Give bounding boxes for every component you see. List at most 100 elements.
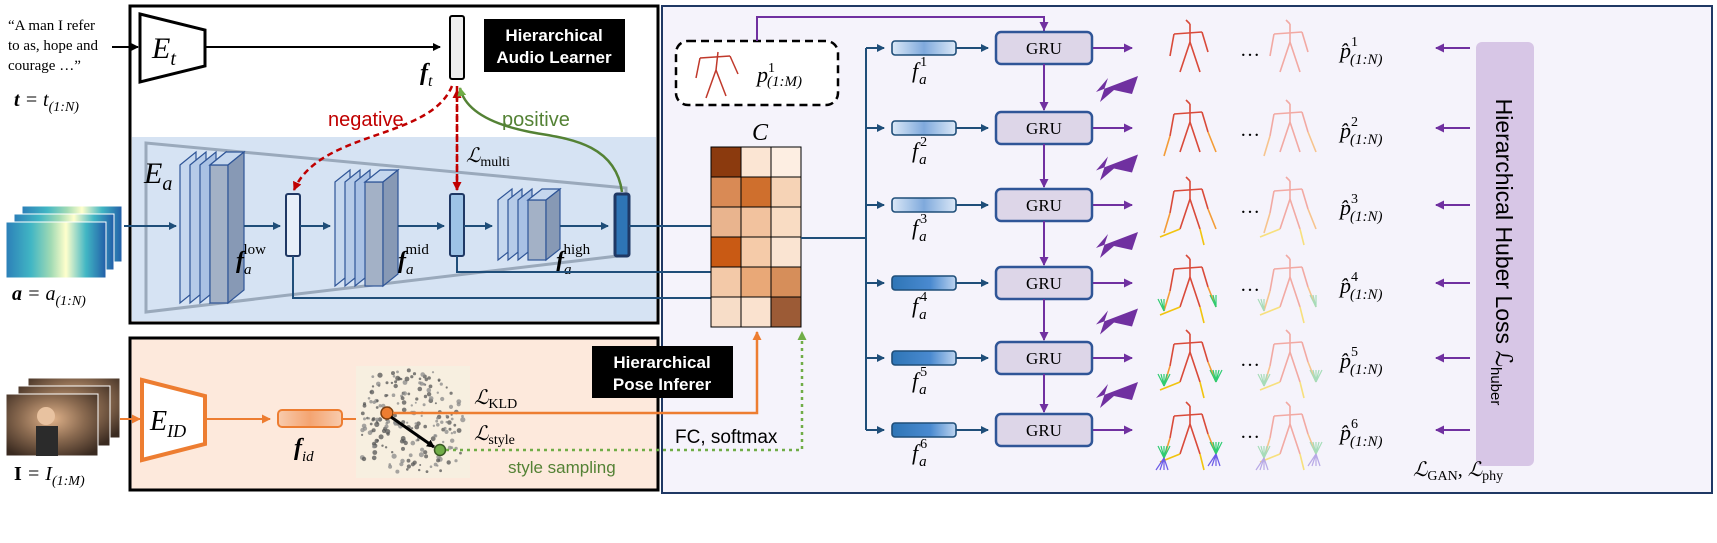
scatter-point — [375, 417, 380, 422]
scatter-point — [388, 463, 392, 466]
style-loss-label: ℒstyle — [474, 423, 515, 448]
predicted-pose-label: p̂1(1:N) — [1338, 35, 1383, 68]
predicted-pose-label: p̂2(1:N) — [1338, 115, 1383, 148]
c-matrix-cell — [770, 206, 802, 238]
c-matrix-cell — [740, 206, 772, 238]
scatter-point — [410, 427, 414, 430]
kld-loss-label: ℒKLD — [474, 387, 517, 412]
scatter-point — [401, 446, 405, 451]
c-matrix-cell — [770, 266, 802, 298]
style-sampling-label: style sampling — [508, 458, 616, 477]
scatter-point — [410, 375, 414, 379]
scatter-point — [391, 453, 397, 459]
scatter-point — [453, 430, 457, 434]
c-matrix-cell — [740, 266, 772, 298]
scatter-point — [402, 380, 408, 385]
scatter-point — [424, 454, 429, 459]
scatter-point — [402, 391, 407, 396]
audio-feature-low-bar — [285, 193, 301, 257]
scatter-point — [426, 387, 432, 393]
positive-label: positive — [502, 109, 570, 131]
gan-phy-loss-label: ℒGAN, ℒphy — [1413, 459, 1503, 484]
scatter-point — [448, 427, 452, 431]
scatter-point — [384, 424, 389, 429]
scatter-point — [415, 397, 419, 401]
scatter-point — [436, 458, 441, 463]
scatter-point — [456, 428, 462, 433]
scatter-point — [404, 376, 410, 382]
scatter-point — [419, 464, 422, 466]
ellipsis: … — [1240, 119, 1260, 141]
scatter-point — [438, 379, 440, 382]
scatter-point — [406, 458, 411, 463]
scatter-point — [436, 391, 439, 394]
identity-encoder-label: EID — [149, 406, 186, 441]
scatter-point — [406, 368, 411, 373]
c-matrix-cell — [740, 236, 772, 268]
scatter-point — [459, 451, 462, 455]
scatter-point — [400, 396, 405, 401]
style-latent-space — [356, 366, 470, 478]
video-input-equation: I= I(1:M) — [14, 463, 85, 489]
text-input-equation: t= t(1:N) — [14, 89, 79, 115]
scatter-point — [460, 417, 466, 423]
huber-loss-bar — [1476, 42, 1534, 466]
stage-feature-bar — [891, 350, 957, 366]
scatter-point — [375, 406, 379, 409]
scatter-point — [447, 420, 452, 425]
scatter-point — [371, 385, 375, 388]
scatter-point — [439, 469, 442, 473]
scatter-point — [418, 452, 424, 458]
audio-feature-mid-bar — [449, 193, 465, 257]
negative-arrow — [292, 85, 454, 191]
predicted-pose-label: p̂4(1:N) — [1338, 270, 1383, 303]
scatter-point — [428, 384, 433, 389]
scatter-point — [400, 458, 405, 464]
scatter-point — [436, 423, 440, 427]
scatter-point — [454, 459, 458, 463]
scatter-point — [414, 422, 418, 425]
positive-arrow — [457, 87, 624, 193]
seed-pose-label: p1(1:M) — [755, 61, 802, 90]
scatter-point — [456, 402, 461, 407]
stage-feature-bar — [891, 422, 957, 438]
scatter-point — [388, 464, 393, 469]
scatter-point — [412, 460, 417, 465]
scatter-point — [376, 381, 381, 387]
scatter-point — [428, 396, 434, 401]
pose-inferer-label-box — [592, 346, 733, 398]
text-encoder-label: Et — [151, 32, 176, 70]
scatter-point — [417, 386, 423, 392]
scatter-point — [445, 414, 448, 417]
scatter-point — [444, 429, 449, 434]
gru-label: GRU — [1026, 119, 1062, 138]
scatter-point — [422, 382, 426, 386]
scatter-point — [374, 421, 380, 427]
predicted-pose-skeleton — [1163, 99, 1317, 157]
scatter-point — [406, 421, 409, 424]
predicted-pose-label: p̂6(1:N) — [1338, 417, 1383, 450]
gru-label: GRU — [1026, 196, 1062, 215]
audio-conv-block-1 — [179, 150, 246, 305]
stage-feature-bar — [891, 120, 957, 136]
scatter-point — [406, 464, 411, 469]
scatter-point — [429, 465, 433, 469]
pose-inferer-label-line2: Pose Inferer — [613, 375, 712, 394]
scatter-point — [378, 404, 382, 408]
style-to-c-arrow — [446, 331, 807, 452]
scatter-point — [393, 383, 398, 389]
ellipsis: … — [1240, 39, 1260, 61]
refinement-arrow — [1096, 154, 1138, 181]
audio-spectrogram-stack — [5, 205, 123, 279]
scatter-point — [381, 444, 384, 447]
scatter-point — [385, 381, 389, 385]
stage-feature-bar — [891, 197, 957, 213]
gru-label: GRU — [1026, 274, 1062, 293]
